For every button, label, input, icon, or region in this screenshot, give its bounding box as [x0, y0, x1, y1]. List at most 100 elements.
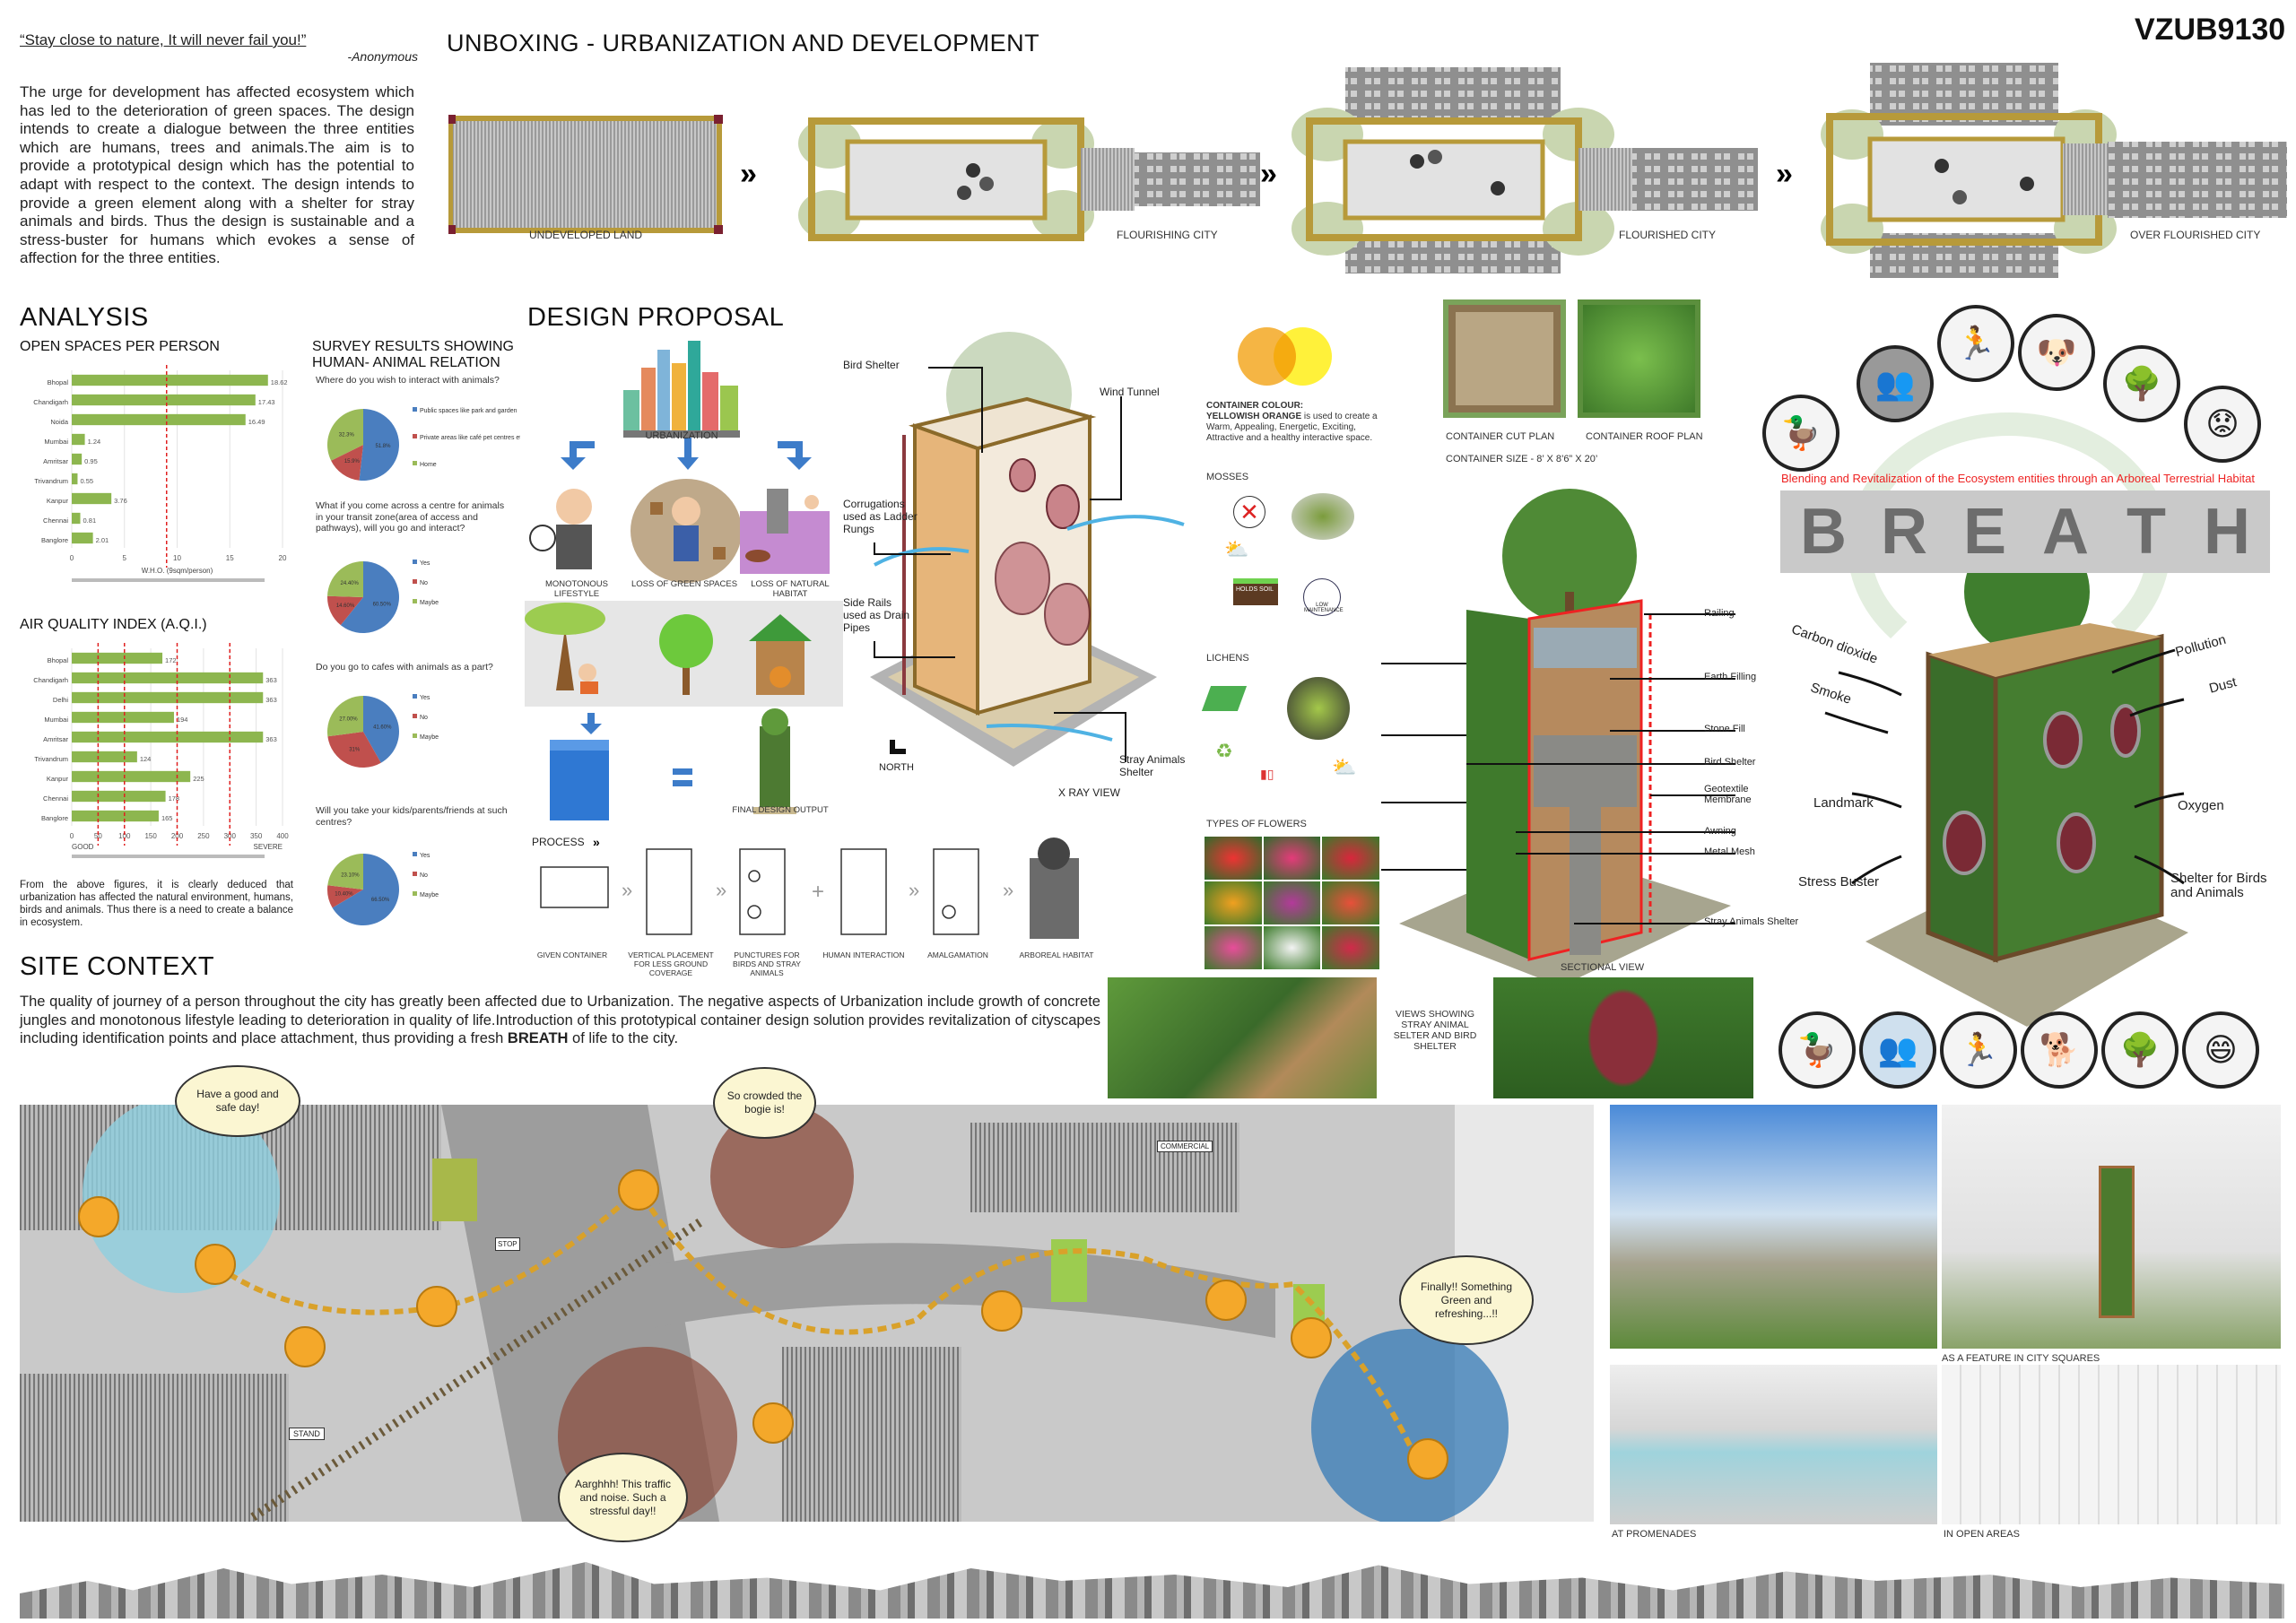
legend-label: No	[420, 872, 428, 879]
category-label: Mumbai	[44, 438, 68, 446]
bar	[72, 770, 191, 783]
legend-swatch	[413, 599, 417, 603]
pie-value-label: 14.60%	[336, 603, 355, 609]
scale-gradient-bar	[72, 855, 265, 858]
breath-letter: E	[1942, 490, 2028, 573]
x-tick-label: 250	[197, 832, 210, 840]
value-label: 16.49	[248, 418, 265, 426]
callout-metal-mesh: Metal Mesh	[1704, 846, 1755, 857]
bar	[72, 691, 264, 704]
survey-pies: Where do you wish to interact with anima…	[314, 375, 525, 925]
plus-icon: +	[812, 880, 824, 904]
leader-lines	[1256, 519, 1466, 871]
category-label: Amritsar	[43, 735, 68, 743]
bar	[72, 672, 264, 684]
pie-slice	[340, 561, 399, 633]
survey-title: SURVEY RESULTS SHOWING HUMAN- ANIMAL REL…	[312, 339, 514, 370]
legend-label: Private areas like café pet centres etc	[420, 435, 520, 441]
bird-shelter-view-photo	[1493, 977, 1753, 1098]
pie-value-label: 24.40%	[340, 581, 359, 586]
x-tick-label: 10	[173, 554, 181, 562]
sad-dog-icon: 🐶	[2018, 314, 2095, 391]
bar	[72, 453, 83, 465]
bar	[72, 374, 268, 386]
blue-container-icon	[550, 740, 609, 820]
sectional-view-title: SECTIONAL VIEW	[1561, 962, 1645, 973]
legend-label: Public spaces like park and garden	[420, 408, 517, 414]
value-label: 363	[265, 696, 277, 704]
container-cut-plan	[1448, 305, 1561, 412]
callout-stone-fill: Stone Fill	[1704, 724, 1745, 734]
sheet-code: VZUB9130	[2135, 13, 2286, 47]
duck-icon: 🦆	[1779, 1011, 1856, 1089]
legend-swatch	[413, 733, 417, 738]
callout-earth-filling: Earth Filling	[1704, 672, 1757, 682]
roof-plan-label: CONTAINER ROOF PLAN	[1586, 431, 1703, 442]
lichen-photo	[1287, 677, 1350, 740]
stage-flourishing-city	[798, 117, 1260, 241]
bar	[72, 433, 85, 446]
category-label: Amritsar	[43, 457, 68, 465]
photo-caption: AT PROMENADES	[1612, 1529, 1697, 1540]
happy-dog-icon: 🐕	[2021, 1011, 2098, 1089]
train-bubble	[710, 1105, 854, 1248]
cut-plan-label: CONTAINER CUT PLAN	[1446, 431, 1555, 442]
legend-swatch	[413, 579, 417, 584]
yellow-colour-swatch	[1274, 327, 1332, 386]
effect-label: LOSS OF NATURAL HABITAT	[751, 579, 830, 599]
pie-slice	[327, 561, 363, 597]
speech-bubble: So crowded the bogie is!	[713, 1067, 816, 1139]
arrow-out-icon	[2134, 855, 2185, 885]
pie-value-label: 10.40%	[335, 892, 353, 898]
pet-house-icon	[749, 614, 812, 695]
callout-bird-shelter: Bird Shelter	[1704, 757, 1756, 768]
analysis-conclusion: From the above figures, it is clearly de…	[20, 880, 293, 928]
bar	[72, 810, 159, 822]
double-chevron-icon: »	[593, 836, 600, 849]
wind-arrow-icon	[1066, 515, 1185, 531]
pie-value-label: 23.10%	[341, 873, 360, 879]
category-label: Delhi	[53, 696, 68, 704]
value-label: 178	[169, 794, 180, 803]
pie-slice	[332, 854, 399, 925]
x-axis-label: W.H.O. (9sqm/person)	[142, 567, 213, 575]
x-tick-label: 20	[279, 554, 287, 562]
stage-label: FLOURISHED CITY	[1619, 229, 1717, 241]
urbanization-flowchart: URBANIZATION MONOTONOUS LIFESTYLE LOSS O…	[525, 332, 848, 825]
rail-track	[250, 1217, 704, 1522]
site-context-paragraph: The quality of journey of a person throu…	[20, 993, 1100, 1048]
wind-arrow-icon	[874, 547, 970, 567]
stone-fill	[1534, 735, 1637, 807]
category-label: Banglore	[41, 536, 68, 544]
x-tick-label: 15	[226, 554, 234, 562]
x-tick-label: 300	[224, 832, 237, 840]
open-spaces-title: OPEN SPACES PER PERSON	[20, 339, 220, 354]
bar	[72, 413, 246, 426]
commercial-sign: COMMERCIAL	[1157, 1141, 1213, 1152]
output-stress-buster: Stress Buster	[1798, 874, 1880, 890]
journey-node	[1291, 1317, 1332, 1358]
pie-slice	[327, 732, 381, 768]
stage-label: OVER FLOURISHED CITY	[2130, 229, 2261, 241]
flower-photo	[1322, 837, 1379, 880]
flower-photo	[1263, 881, 1321, 924]
legend-label: Yes	[420, 695, 430, 701]
container-size: CONTAINER SIZE - 8’ X 8’6” X 20’	[1446, 454, 1598, 464]
arrow-icon: »	[1260, 157, 1277, 191]
journey-node	[618, 1169, 659, 1211]
sad-man-icon: 😟	[2184, 386, 2261, 463]
legend-label: Yes	[420, 560, 430, 567]
legend-label: No	[420, 580, 428, 586]
final-design-icon	[753, 708, 796, 814]
flower-photo	[1205, 881, 1262, 924]
green-spot-bubble	[1311, 1329, 1509, 1522]
speech-bubble: Finally!! Something Green and refreshing…	[1399, 1255, 1534, 1345]
pie-slice	[363, 696, 399, 763]
arrow-icon: »	[740, 157, 757, 191]
given-container-sketch	[540, 866, 609, 908]
legend-label: Maybe	[420, 734, 439, 741]
xray-view: Bird Shelter Wind Tunnel Corrugations us…	[843, 318, 1193, 820]
